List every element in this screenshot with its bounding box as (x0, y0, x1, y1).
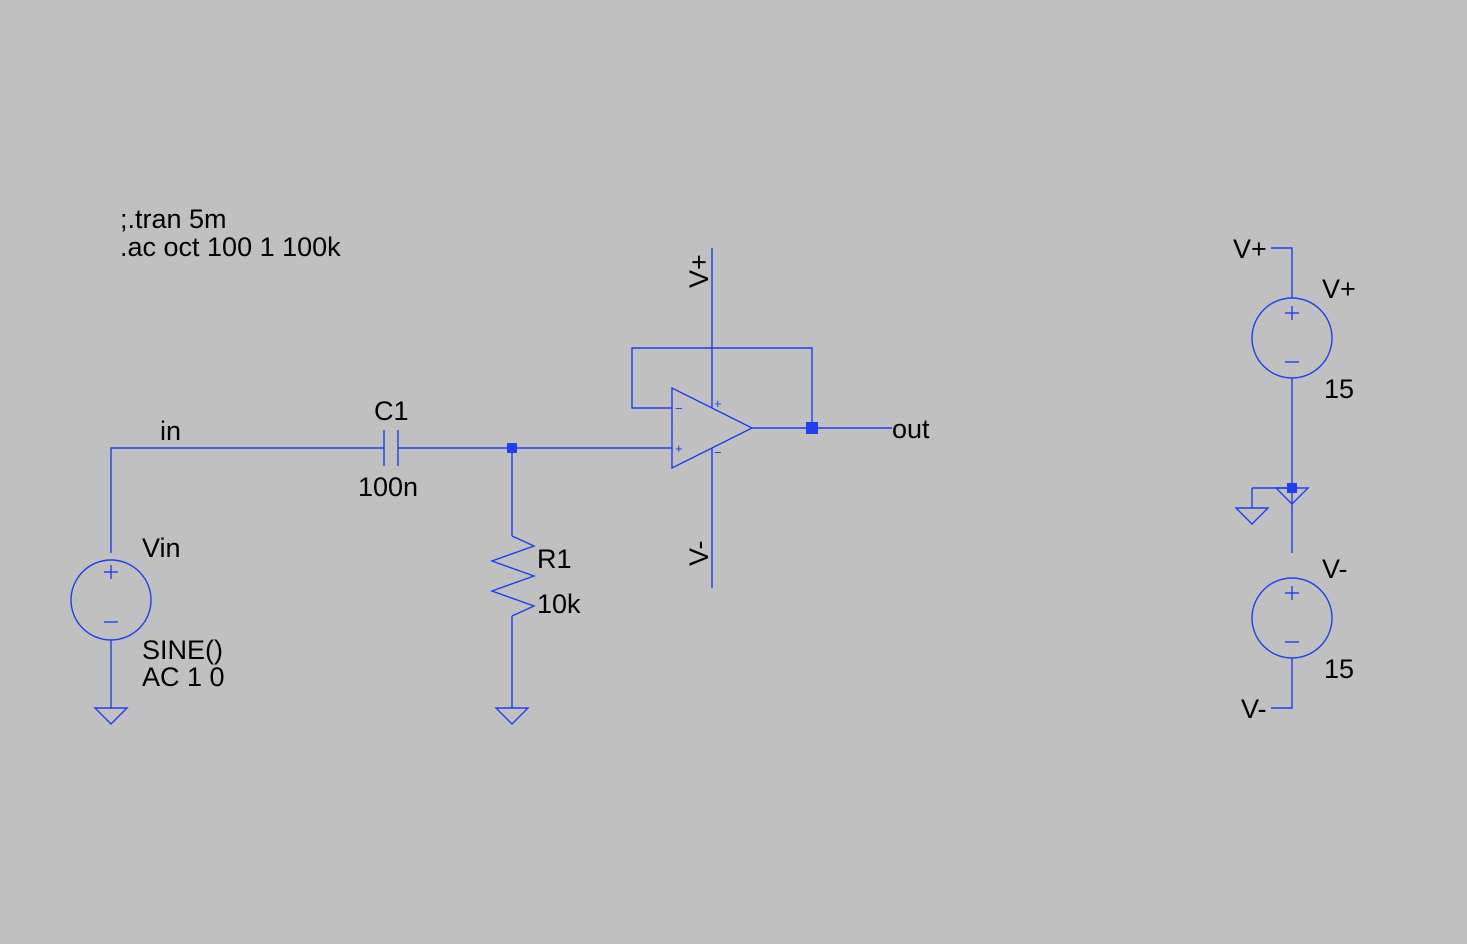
c1-value[interactable]: 100n (358, 472, 418, 502)
vplus-source-value[interactable]: 15 (1324, 374, 1354, 404)
capacitor-c1[interactable] (383, 430, 399, 466)
net-label-out[interactable]: out (892, 414, 930, 444)
wire-supply-vminus (1271, 658, 1293, 709)
vplus-source[interactable] (1251, 297, 1333, 379)
vin-value-sine[interactable]: SINE() (142, 635, 223, 665)
opamp-vminus-sign: − (714, 445, 722, 460)
opamp-inv-sign: − (675, 401, 683, 416)
directive-ac[interactable]: .ac oct 100 1 100k (120, 232, 341, 262)
c1-name[interactable]: C1 (374, 396, 409, 426)
vplus-source-name[interactable]: V+ (1322, 274, 1356, 304)
net-label-opamp-vplus[interactable]: V+ (684, 254, 714, 288)
ground-icon-r1 (494, 707, 530, 725)
resistor-r1[interactable] (489, 535, 537, 617)
wire-supply-vplus (1271, 247, 1293, 298)
wire-in[interactable] (110, 447, 384, 553)
net-label-supply-vminus[interactable]: V- (1241, 694, 1267, 724)
net-label-supply-vplus[interactable]: V+ (1233, 234, 1267, 264)
wire-feedback (631, 347, 813, 428)
vminus-source-value[interactable]: 15 (1324, 654, 1354, 684)
net-label-in[interactable]: in (160, 416, 181, 446)
junction-out (806, 422, 818, 434)
vminus-source[interactable] (1251, 577, 1333, 659)
vin-source[interactable] (70, 559, 152, 641)
directive-tran[interactable]: ;.tran 5m (120, 204, 227, 234)
r1-name[interactable]: R1 (537, 544, 572, 574)
vin-name[interactable]: Vin (142, 533, 181, 563)
vin-value-ac[interactable]: AC 1 0 (142, 662, 225, 692)
ground-icon-vin (93, 707, 129, 725)
junction-supply (1287, 483, 1297, 493)
opamp-vplus-sign: + (714, 396, 722, 411)
vminus-source-name[interactable]: V- (1322, 554, 1348, 584)
opamp-noninv-sign: + (675, 441, 683, 456)
net-label-opamp-vminus[interactable]: V- (684, 540, 714, 566)
r1-value[interactable]: 10k (537, 589, 581, 619)
ground-icon-supply (1234, 507, 1270, 525)
